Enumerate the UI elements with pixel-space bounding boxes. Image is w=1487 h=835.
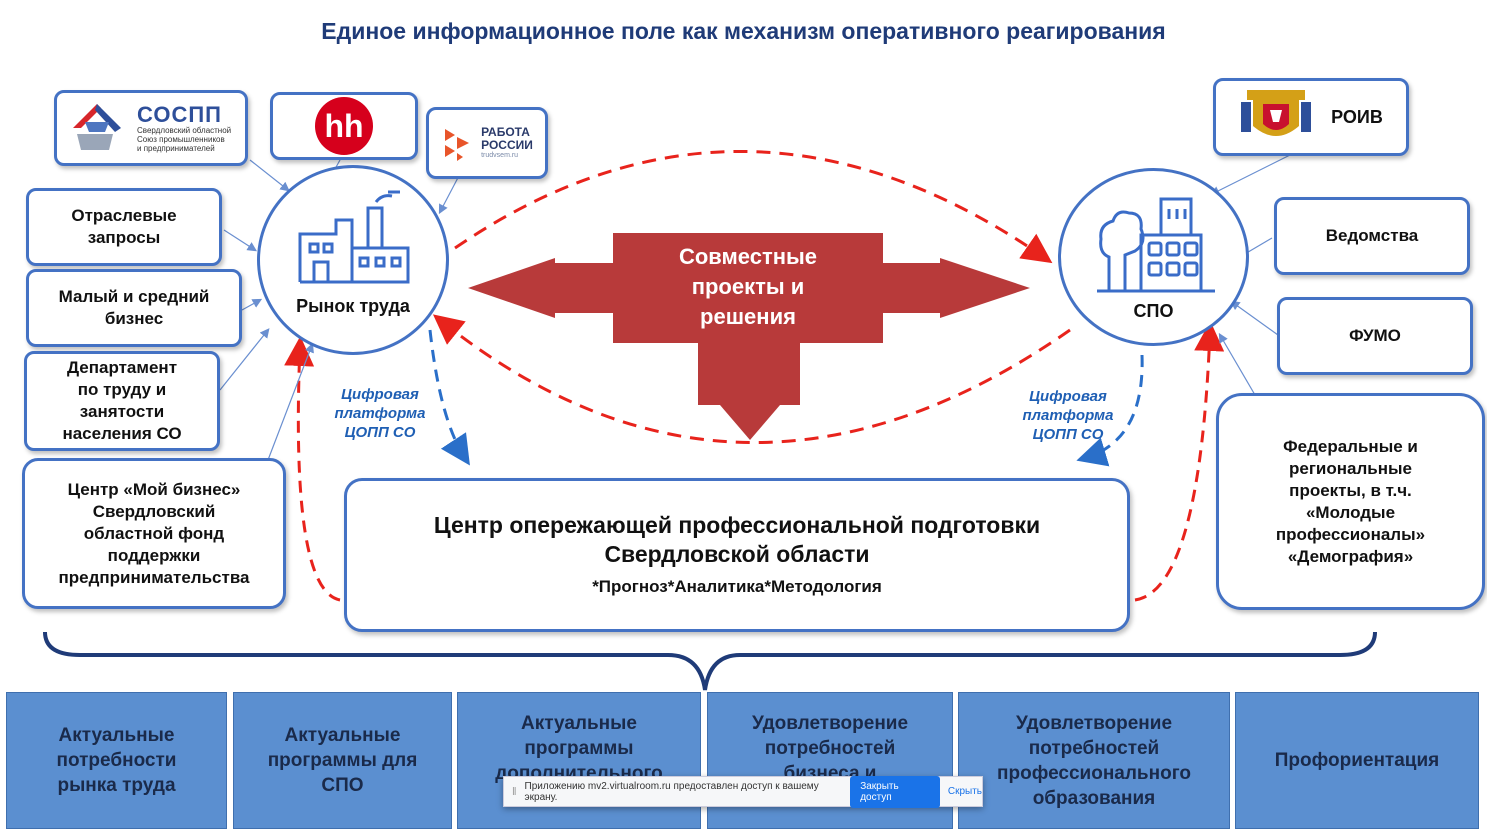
screen-share-bar: ‖ Приложению mv2.virtualroom.ru предоста… (503, 775, 983, 808)
bottom-item-3-label: Актуальные программы дополнительного (495, 713, 663, 784)
department-label: Департамент по труду и занятости населен… (62, 358, 182, 443)
hh-logo-text: hh (324, 108, 364, 144)
blue-dashed-left (428, 329, 470, 466)
arc-right-lower (1134, 321, 1225, 602)
rynok-truda-label: Рынок труда (296, 296, 410, 316)
sospp-name: СОСПП (137, 101, 222, 127)
circle-rynok-truda: Рынок труда (257, 165, 449, 355)
page-title: Единое информационное поле как механизм … (321, 18, 1166, 44)
box-fumo: ФУМО (1277, 297, 1473, 375)
projects-label: Федеральные и региональные проекты, в т.… (1275, 436, 1426, 566)
factory-icon (298, 190, 410, 284)
close-access-label: Закрыть доступ (860, 780, 899, 803)
drag-handle-icon[interactable]: ‖ (512, 785, 517, 798)
arc-bottom (432, 314, 1071, 444)
coat-of-arms-icon (1241, 90, 1312, 136)
center-arrow-shape (468, 233, 1030, 440)
box-department: Департамент по труду и занятости населен… (24, 351, 220, 451)
bottom-item-5-label: Удовлетворение потребностей профессионал… (997, 712, 1191, 809)
logo-roiv: РОИВ (1213, 78, 1409, 156)
arc-top (454, 150, 1053, 264)
box-vedomstva: Ведомства (1274, 197, 1470, 275)
center-title-line1: Центр опережающей профессиональной подго… (433, 512, 1041, 538)
logo-hh: hh (270, 92, 418, 160)
center-copp-box: Центр опережающей профессиональной подго… (344, 478, 1130, 632)
bottom-item-1: Актуальные потребности рынка труда (6, 692, 227, 829)
bottom-item-1-label: Актуальные потребности рынка труда (56, 725, 177, 796)
moy-biznes-label: Центр «Мой бизнес» Свердловский областно… (58, 479, 250, 587)
center-arrow-label: Совместные проекты и решения (678, 244, 818, 329)
hide-link[interactable]: Скрыть (947, 786, 982, 797)
spo-label: СПО (1133, 301, 1174, 321)
sospp-logo-icon (73, 104, 121, 150)
box-msb: Малый и средний бизнес (26, 269, 242, 347)
bracket-brace (43, 631, 1377, 691)
hh-logo-icon: hh (315, 97, 373, 155)
bottom-item-4-label: Удовлетворение потребностей бизнеса и (751, 713, 909, 784)
box-projects: Федеральные и региональные проекты, в т.… (1216, 393, 1485, 610)
bottom-item-5: Удовлетворение потребностей профессионал… (958, 692, 1230, 829)
rabota-url: trudvsem.ru (481, 152, 519, 159)
bottom-item-3: Актуальные программы дополнительного (457, 692, 701, 829)
sospp-subtitle: Свердловский областной Союз промышленник… (137, 125, 232, 153)
box-moy-biznes: Центр «Мой бизнес» Свердловский областно… (22, 458, 286, 609)
screen-share-text: Приложению mv2.virtualroom.ru предоставл… (524, 780, 819, 803)
logo-sospp: СОСПП Свердловский областной Союз промыш… (54, 90, 248, 166)
box-otraslevye-zaprosy: Отраслевые запросы (26, 188, 222, 266)
msb-label: Малый и средний бизнес (58, 287, 210, 328)
center-title-line2: Свердловской области (604, 541, 870, 567)
bottom-item-4: Удовлетворение потребностей бизнеса и (707, 692, 953, 829)
roiv-label: РОИВ (1331, 107, 1383, 127)
blue-dashed-right (1076, 354, 1144, 467)
buildings-icon (1097, 197, 1215, 293)
vedomstva-label: Ведомства (1325, 226, 1419, 245)
rabota-line2: РОССИИ (481, 138, 533, 152)
center-subtitle: *Прогноз*Аналитика*Методология (592, 577, 882, 596)
digital-platform-left: Цифровая платформа ЦОПП СО (334, 386, 426, 441)
arc-left-lower (284, 336, 341, 602)
circle-spo: СПО (1058, 168, 1249, 346)
bottom-item-6: Профориентация (1235, 692, 1479, 829)
bottom-item-2: Актуальные программы для СПО (233, 692, 452, 829)
close-access-button[interactable]: Закрыть доступ (850, 775, 940, 808)
otraslevye-label: Отраслевые запросы (71, 206, 177, 247)
bottom-item-6-label: Профориентация (1274, 750, 1440, 771)
digital-platform-right: Цифровая платформа ЦОПП СО (1022, 388, 1114, 443)
fumo-label: ФУМО (1349, 326, 1401, 345)
rabota-logo-icon (445, 129, 470, 161)
rabota-line1: РАБОТА (481, 125, 530, 139)
bottom-item-2-label: Актуальные программы для СПО (267, 725, 418, 796)
logo-rabota-rossii: РАБОТА РОССИИ trudvsem.ru (426, 107, 548, 179)
